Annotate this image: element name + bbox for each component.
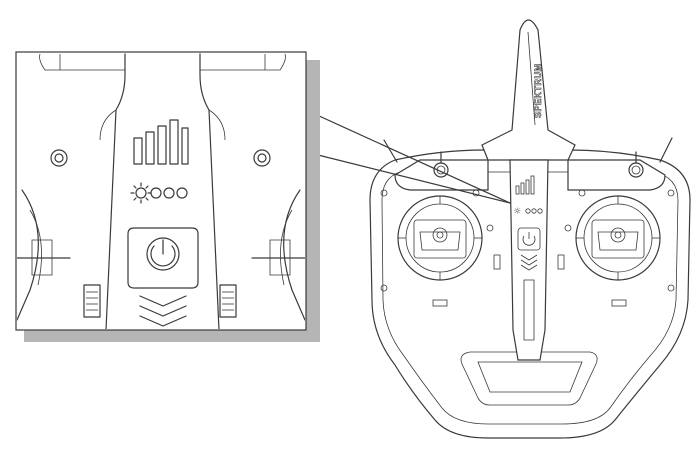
center-slot xyxy=(523,279,535,341)
transmitter: SPEKTRUM ☼ xyxy=(369,19,691,439)
callout-connector xyxy=(305,109,511,204)
svg-text:☼: ☼ xyxy=(513,207,521,217)
signal-bars-icon xyxy=(133,119,189,165)
body-chevrons-icon xyxy=(520,254,538,271)
body-status-leds: ☼ xyxy=(513,207,543,217)
transmitter-body-inner xyxy=(381,171,679,425)
left-gimbal[interactable] xyxy=(397,195,483,281)
brand-logo: SPEKTRUM xyxy=(533,63,543,118)
callout-screw-left xyxy=(50,149,68,167)
body-screws xyxy=(380,189,675,292)
body-power-button[interactable] xyxy=(517,227,541,251)
status-led-row xyxy=(130,182,188,204)
zoom-callout xyxy=(15,51,320,342)
right-gimbal[interactable] xyxy=(575,195,661,281)
right-toggle-switch[interactable] xyxy=(628,137,673,178)
bottom-grip-inner xyxy=(477,361,583,393)
callout-trim-left xyxy=(83,284,101,318)
power-icon xyxy=(146,237,180,271)
trim-buttons[interactable] xyxy=(432,254,627,307)
chevron-down-icon xyxy=(139,295,187,327)
status-led-icon xyxy=(163,187,175,199)
body-signal-bars-icon xyxy=(515,175,535,195)
antenna-fin xyxy=(481,19,576,161)
bottom-grip-panel xyxy=(460,351,598,406)
status-led-icon xyxy=(176,187,188,199)
callout-trim-right xyxy=(219,284,237,318)
antenna-fin-ridge xyxy=(527,31,536,126)
status-led-icon xyxy=(150,187,162,199)
callout-screw-right xyxy=(253,149,271,167)
power-button[interactable] xyxy=(127,227,199,289)
